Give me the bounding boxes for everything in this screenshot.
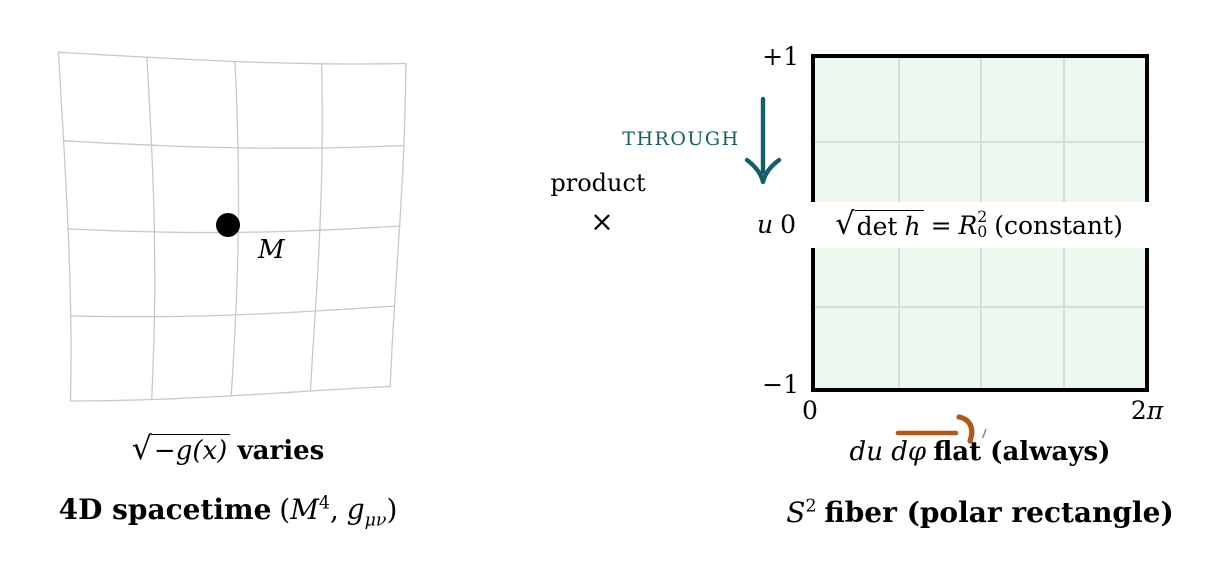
- grid-curve: [389, 62, 407, 388]
- R-sub: 0: [977, 223, 988, 241]
- grid-curve: [57, 51, 72, 402]
- comma: ,: [329, 493, 339, 526]
- sqrt-sign: √: [835, 206, 855, 242]
- tick-u-zero: 0: [780, 209, 796, 239]
- flat-always-label: flat (always): [933, 437, 1111, 467]
- rect-gridline-h1: [815, 140, 1145, 143]
- tick-phi-zero: 0: [802, 396, 818, 425]
- manifold-M-sup: 4: [318, 493, 330, 514]
- left-caption-varies: √−g(x)varies: [60, 433, 396, 467]
- grid-curve: [230, 60, 240, 397]
- grid-curve: [70, 305, 396, 318]
- curved-spacetime-grid: [57, 51, 407, 402]
- times-symbol: ×: [590, 205, 614, 238]
- constant-label: (constant): [994, 210, 1123, 240]
- grid-curve: [309, 63, 323, 392]
- grid-curve: [57, 51, 407, 65]
- tick-two-pi: 2π: [1125, 396, 1169, 426]
- du-dphi-label: du dφ: [849, 437, 927, 467]
- sphere-S-sup: 2: [805, 496, 817, 517]
- grid-curve: [67, 225, 401, 234]
- sqrt-radicand: −g(x): [151, 434, 231, 466]
- sphere-S: S: [786, 496, 806, 529]
- metric-g: g: [346, 493, 365, 526]
- sqrt-sign: √: [131, 431, 152, 467]
- point-M-dot: [216, 213, 240, 237]
- point-M-label: M: [258, 235, 285, 265]
- det-label: det: [856, 211, 898, 241]
- paren-close: ): [386, 493, 398, 526]
- grid-curve: [146, 56, 156, 401]
- tick-minus-one: −1: [762, 370, 799, 399]
- left-caption-spacetime: 4D spacetime(M4,gμν): [30, 493, 426, 532]
- pi: π: [1146, 396, 1164, 425]
- tick-plus-one: +1: [762, 42, 799, 71]
- radius-R: R: [958, 210, 978, 240]
- grid-curve: [69, 385, 391, 402]
- axis-u-label: u: [756, 209, 774, 239]
- grid-curve: [62, 140, 405, 149]
- rect-gridline-h3: [815, 305, 1145, 308]
- paren-open: (: [279, 493, 291, 526]
- two: 2: [1130, 396, 1147, 425]
- R-sup: 2: [977, 207, 988, 226]
- varies-label: varies: [237, 436, 325, 466]
- metric-g-sub: μν: [364, 510, 387, 531]
- right-caption-fiber: S2 fiber (polar rectangle): [770, 496, 1190, 529]
- spacetime-bold-label: 4D spacetime: [58, 493, 272, 526]
- h-metric: h: [904, 211, 921, 241]
- manifold-M: M: [290, 493, 319, 526]
- equals-sign: =: [930, 210, 952, 240]
- product-label: product: [550, 169, 646, 197]
- fiber-label: fiber (polar rectangle): [824, 496, 1174, 529]
- through-label: THROUGH: [622, 128, 740, 150]
